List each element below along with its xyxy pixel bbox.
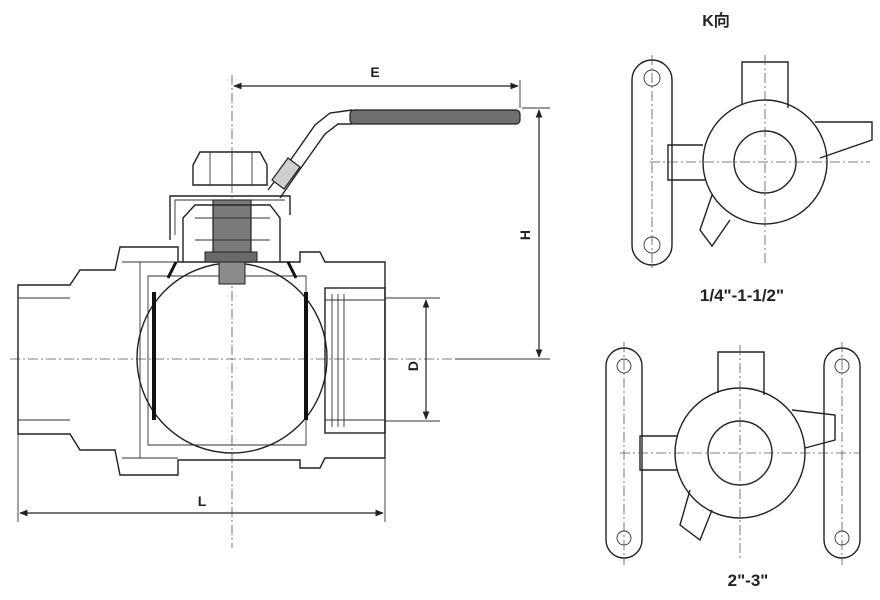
dim-e-label: E	[370, 64, 379, 80]
k-view-small	[631, 55, 873, 270]
ball-cavity	[147, 275, 307, 446]
handle-bracket-inner	[174, 199, 285, 235]
handle-lug	[815, 121, 873, 159]
thread-lines	[325, 294, 385, 427]
mounting-pad-left	[631, 59, 673, 266]
right-threaded-end	[324, 287, 386, 434]
end-cap-inner	[122, 261, 178, 459]
stem-tang	[218, 261, 246, 285]
valve-section-view: E H D L	[10, 64, 550, 548]
stem-boss	[717, 351, 765, 395]
dim-l-label: L	[198, 493, 207, 509]
dim-h-label: H	[517, 230, 533, 240]
valve-body-outline	[17, 246, 386, 476]
dim-d-label: D	[405, 361, 421, 371]
hex-nut	[192, 151, 268, 186]
stop-lug	[699, 194, 731, 248]
handle-bracket	[169, 195, 291, 240]
bonnet	[182, 204, 281, 262]
stop-lug	[679, 489, 713, 542]
seat-edge-right	[286, 261, 298, 279]
handle-arm-lower	[279, 123, 352, 199]
seat-edge-left	[166, 261, 178, 279]
handle-locking-clip	[271, 157, 301, 190]
size-label-large: 2"-3"	[728, 571, 769, 590]
left-bore-lines	[18, 297, 70, 421]
stem-collar	[204, 251, 258, 263]
handle-lug	[791, 409, 836, 449]
packing-lines	[195, 217, 270, 241]
hex-nut-faces	[209, 152, 253, 185]
k-view-large	[605, 342, 861, 565]
k-view-title: K向	[702, 11, 730, 30]
handle-grip	[349, 109, 521, 125]
size-label-small: 1/4"-1-1/2"	[700, 286, 784, 305]
side-boss-left	[667, 144, 705, 181]
